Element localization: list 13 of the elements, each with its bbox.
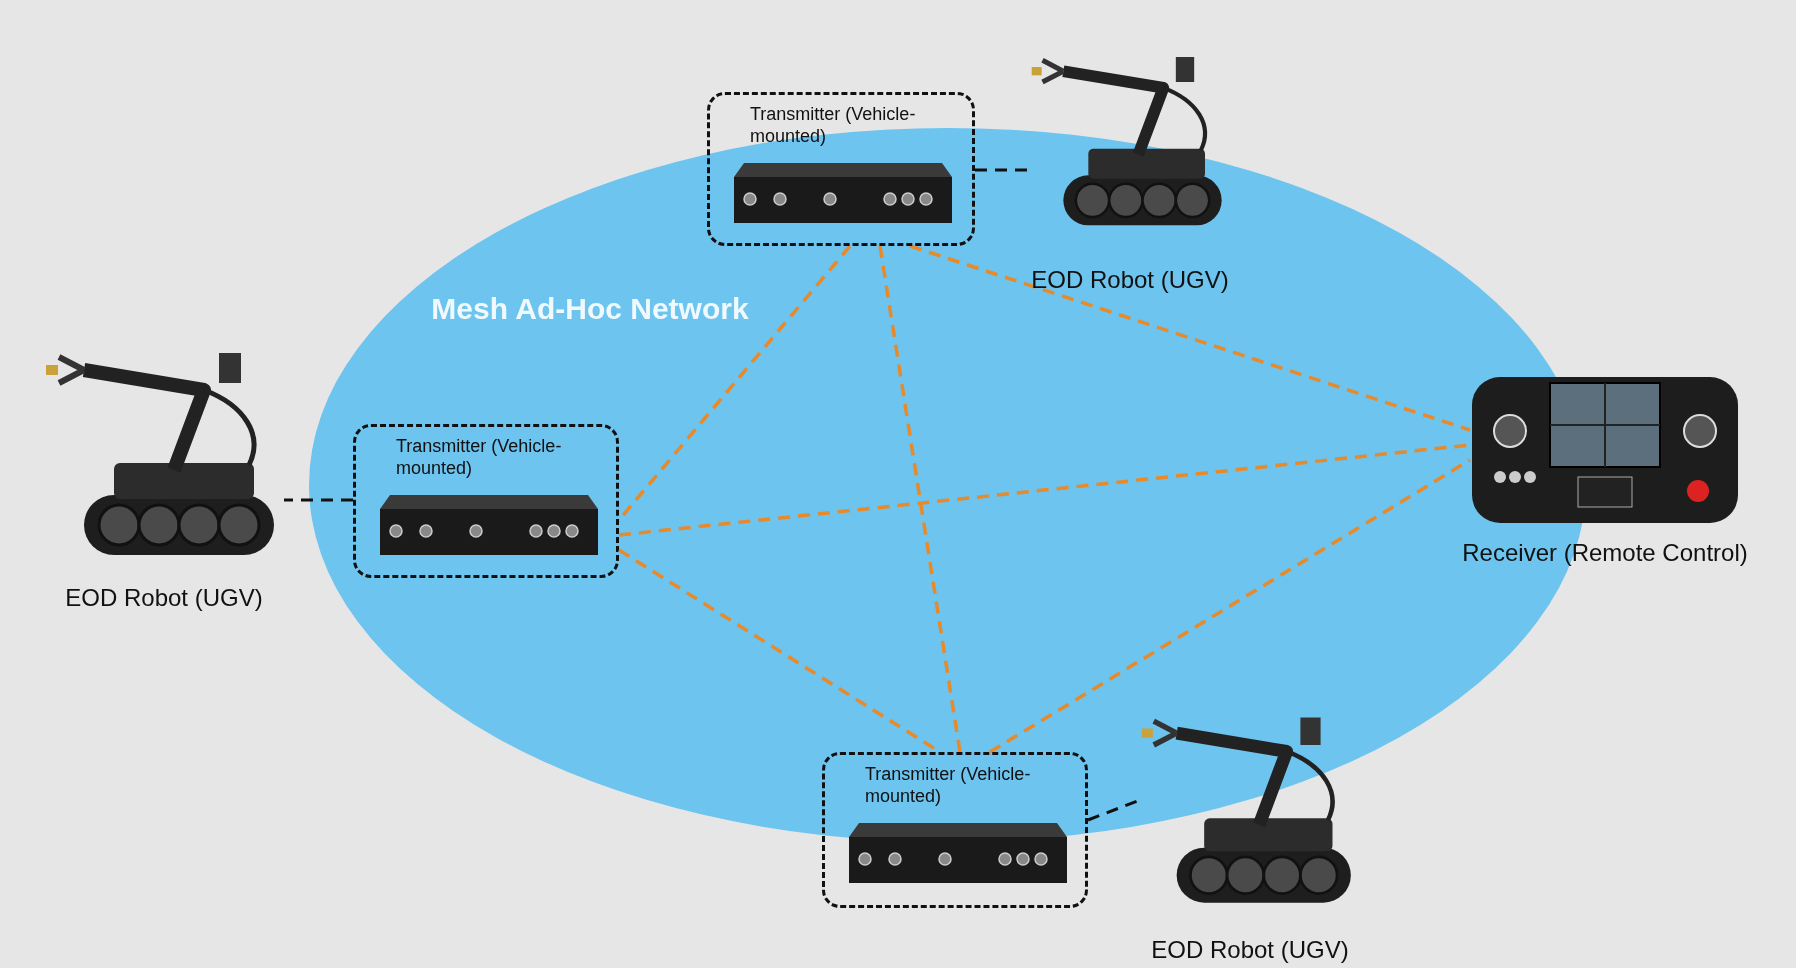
callout-box: [822, 752, 1088, 908]
robot-caption: EOD Robot (UGV): [1151, 936, 1349, 964]
robot-caption: EOD Robot (UGV): [1031, 266, 1229, 294]
callout-box: [707, 92, 975, 246]
network-title: Mesh Ad-Hoc Network: [430, 292, 750, 326]
callout-box: [353, 424, 619, 578]
device-label: Transmitter (Vehicle-mounted): [865, 763, 1032, 807]
device-label: Transmitter (Vehicle-mounted): [750, 103, 917, 147]
device-label: Transmitter (Vehicle-mounted): [396, 435, 563, 479]
link-line: [878, 245, 962, 753]
link-line: [989, 458, 1471, 754]
robot-caption: EOD Robot (UGV): [65, 584, 263, 612]
link-line: [909, 244, 1471, 432]
